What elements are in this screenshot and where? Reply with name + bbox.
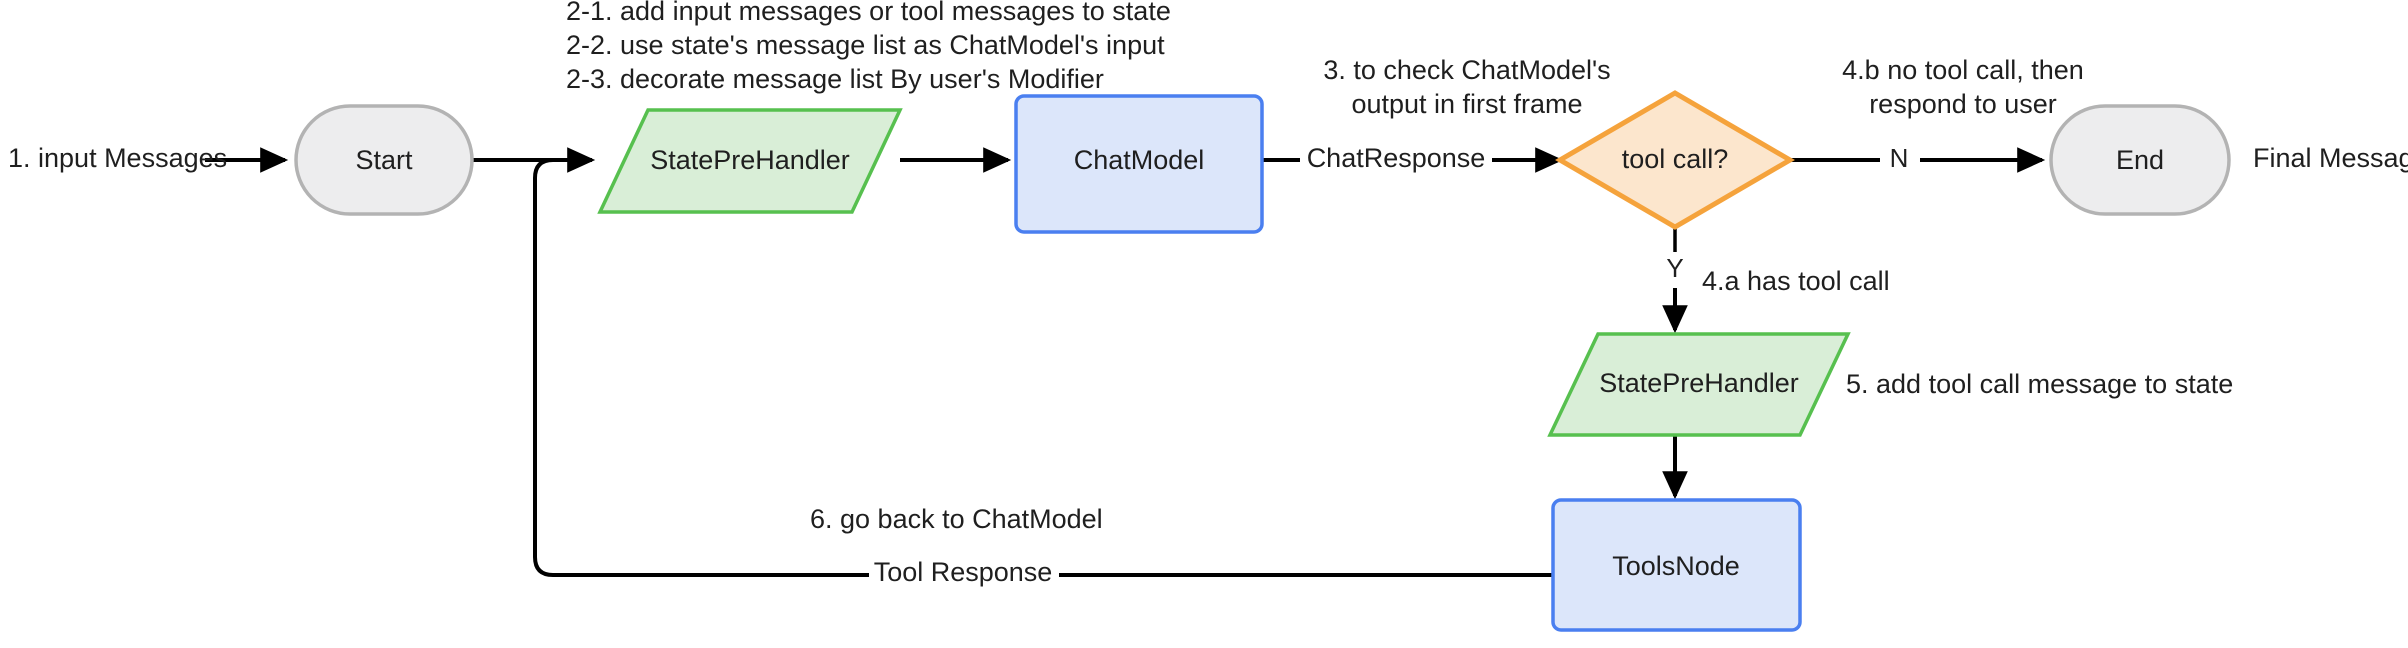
- annotation-add-tool-call-message: 5. add tool call message to state: [1846, 369, 2233, 399]
- node-chat-model[interactable]: ChatModel: [1014, 94, 1264, 234]
- edge-label-chat-response-front: ChatResponse: [1307, 143, 1486, 173]
- tool-call-decision-shape: [1555, 90, 1795, 230]
- edge-toolsnode-feedback-loop: [533, 158, 1553, 577]
- start-label: Start: [355, 145, 413, 175]
- annotation-state-pre-handler-step-2: 2-2. use state's message list as ChatMod…: [566, 30, 1165, 60]
- state-pre-handler-bottom-label: StatePreHandler: [1599, 368, 1799, 398]
- edge-label-branch-yes: Y: [1666, 253, 1683, 283]
- annotation-no-tool-call-line-1: 4.b no tool call, then: [1842, 55, 2084, 85]
- tools-node-shape: [1551, 498, 1802, 632]
- chat-response-label-backdrop: [1300, 144, 1492, 176]
- annotation-has-tool-call: 4.a has tool call: [1702, 266, 1890, 296]
- chat-model-label: ChatModel: [1074, 145, 1205, 175]
- edge-label-final-message: Final Message: [2253, 143, 2408, 173]
- edge-label-tool-response-front: Tool Response: [874, 557, 1053, 587]
- node-state-pre-handler-bottom[interactable]: StatePreHandler: [1547, 332, 1851, 437]
- edge-label-branch-no: N: [1890, 143, 1909, 173]
- state-pre-handler-top-shape: [597, 108, 903, 214]
- tool-response-label-backdrop: [869, 558, 1059, 590]
- tools-node-label: ToolsNode: [1612, 551, 1740, 581]
- annotation-decision-note-line-2: output in first frame: [1351, 89, 1582, 119]
- annotation-go-back-to-chatmodel: 6. go back to ChatModel: [810, 504, 1103, 534]
- tool-call-decision-label: tool call?: [1622, 144, 1729, 174]
- annotation-decision-note-line-1: 3. to check ChatModel's: [1323, 55, 1610, 85]
- end-shape: [2049, 104, 2231, 216]
- state-pre-handler-top-label: StatePreHandler: [650, 145, 850, 175]
- node-tools-node[interactable]: ToolsNode: [1551, 498, 1802, 632]
- chat-model-shape: [1014, 94, 1264, 234]
- node-state-pre-handler-top[interactable]: StatePreHandler: [597, 108, 903, 214]
- node-tool-call-decision[interactable]: tool call?: [1555, 90, 1795, 230]
- start-shape: [294, 104, 474, 216]
- edge-label-input-messages: 1. input Messages: [8, 143, 227, 173]
- annotation-no-tool-call-line-2: respond to user: [1869, 89, 2057, 119]
- annotation-state-pre-handler-step-1: 2-1. add input messages or tool messages…: [566, 0, 1171, 26]
- node-start[interactable]: Start: [294, 104, 474, 216]
- state-pre-handler-bottom-shape: [1547, 332, 1851, 437]
- annotation-state-pre-handler-step-3: 2-3. decorate message list By user's Mod…: [566, 64, 1104, 94]
- end-label: End: [2116, 145, 2164, 175]
- node-end[interactable]: End: [2049, 104, 2231, 216]
